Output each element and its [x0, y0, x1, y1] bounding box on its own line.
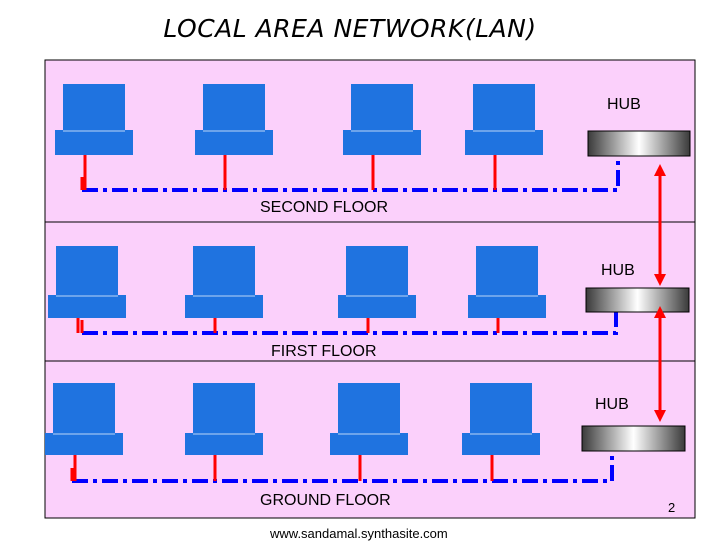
computer-bezel — [203, 130, 265, 132]
computer-icon — [343, 84, 421, 155]
floor-2 — [45, 383, 686, 483]
computer-bezel — [53, 433, 115, 435]
computer-monitor — [193, 383, 255, 433]
computer-bezel — [346, 295, 408, 297]
computer-monitor — [346, 246, 408, 295]
computer-bezel — [473, 130, 535, 132]
computer-icon — [195, 84, 273, 155]
floor-label-second: SECOND FLOOR — [260, 199, 389, 216]
computer-icon — [55, 84, 133, 155]
computer-bezel — [193, 433, 255, 435]
computer-bezel — [193, 295, 255, 297]
footer-url: www.sandamal.synthasite.com — [270, 526, 448, 541]
computer-monitor — [338, 383, 400, 433]
computer-base — [462, 433, 540, 455]
computer-bezel — [63, 130, 125, 132]
computer-monitor — [351, 84, 413, 130]
computer-monitor — [473, 84, 535, 130]
computer-monitor — [63, 84, 125, 130]
hub-label-second: HUB — [607, 96, 641, 113]
computer-monitor — [56, 246, 118, 295]
hub-device — [585, 287, 690, 313]
computer-monitor — [476, 246, 538, 295]
floor-1 — [48, 246, 690, 335]
page-number: 2 — [668, 500, 676, 515]
computer-base — [45, 433, 123, 455]
computer-monitor — [193, 246, 255, 295]
computer-icon — [338, 246, 416, 318]
computer-base — [330, 433, 408, 455]
computer-base — [195, 130, 273, 155]
computer-monitor — [470, 383, 532, 433]
computer-base — [185, 295, 263, 318]
computer-icon — [465, 84, 543, 155]
floor-label-first: FIRST FLOOR — [271, 343, 377, 360]
computer-base — [338, 295, 416, 318]
computer-icon — [462, 383, 540, 455]
computer-base — [468, 295, 546, 318]
bus-cable — [72, 451, 614, 483]
computer-base — [185, 433, 263, 455]
computer-icon — [185, 246, 263, 318]
hub-label-ground: HUB — [595, 396, 629, 413]
computer-monitor — [53, 383, 115, 433]
computer-icon — [45, 383, 123, 455]
computer-base — [465, 130, 543, 155]
computer-icon — [185, 383, 263, 455]
computer-base — [48, 295, 126, 318]
hub-device — [581, 425, 686, 452]
computer-bezel — [338, 433, 400, 435]
computer-bezel — [56, 295, 118, 297]
computer-bezel — [476, 295, 538, 297]
slide-title: LOCAL AREA NETWORK(LAN) — [163, 14, 537, 43]
bus-cable — [82, 312, 618, 335]
hub-label-first: HUB — [601, 262, 635, 279]
hub-device — [587, 130, 691, 157]
computer-icon — [330, 383, 408, 455]
floor-label-ground: GROUND FLOOR — [260, 492, 391, 509]
computer-base — [55, 130, 133, 155]
computer-bezel — [470, 433, 532, 435]
computer-monitor — [203, 84, 265, 130]
computer-icon — [468, 246, 546, 318]
floor-0 — [55, 84, 691, 192]
computer-base — [343, 130, 421, 155]
computer-icon — [48, 246, 126, 318]
computer-bezel — [351, 130, 413, 132]
